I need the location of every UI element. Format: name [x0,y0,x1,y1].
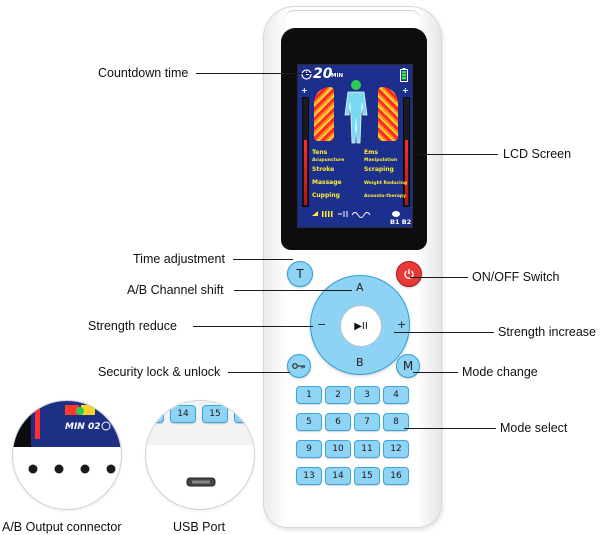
lcd-wing-right [378,87,398,141]
label-on-off-switch: ON/OFF Switch [472,270,560,284]
connector-ports [28,464,116,474]
detail-key-15: 15 [202,405,228,423]
mode-key[interactable]: 12 [383,440,409,458]
mode-key[interactable]: 16 [383,467,409,485]
device-top-edge [283,10,422,22]
mode-key[interactable]: 10 [325,440,351,458]
security-lock-button[interactable] [287,354,311,378]
mode-key[interactable]: 6 [325,413,351,431]
lcd-plus-right: + [402,86,409,95]
dpad-strength-plus[interactable]: + [397,318,407,331]
mode-key[interactable]: 15 [354,467,380,485]
key-icon [292,363,305,369]
clock-icon [301,69,312,80]
countdown-value: 20 [313,66,333,82]
time-symbol: T [296,267,304,281]
dpad-channel-b[interactable]: B [356,356,364,369]
dpad-channel-a[interactable]: A [356,281,364,294]
mode-key[interactable]: 5 [296,413,322,431]
usb-port-icon [186,477,216,487]
label-mode-select: Mode select [500,421,568,435]
label-strength-increase: Strength increase [498,325,596,339]
lcd-mode-stroke: Stroke [312,166,335,173]
mode-symbol: M [402,359,414,373]
battery-icon [400,68,408,82]
label-security-lock: Security lock & unlock [98,365,221,379]
leader-security [228,372,290,373]
detail-key [234,405,254,423]
lcd-mode-tens: Tens [312,149,328,156]
label-lcd-screen: LCD Screen [503,147,572,161]
lcd-plus-left: + [301,86,308,95]
leader-strength-reduce [193,326,313,327]
play-pause-button[interactable]: ▶II [340,305,382,347]
lcd-mode-cupping: Cupping [312,192,340,199]
caption-usb-port: USB Port [173,520,226,534]
leader-mode-select [404,428,496,429]
time-adjust-button[interactable]: T [287,261,313,287]
label-strength-reduce: Strength reduce [88,319,177,333]
lcd-mode-massage: Massage [312,179,342,186]
dpad-strength-minus[interactable]: − [317,318,327,331]
massager-remote: 20 MIN + + Tens [263,6,442,528]
mode-key[interactable]: 1 [296,386,322,404]
leader-on-off [410,277,468,278]
mode-key[interactable]: 3 [354,386,380,404]
lcd-wing-left [314,87,334,141]
leader-ab-shift [234,290,352,291]
lcd-mode-weight-reducing: Weight Reducing [364,181,408,186]
mode-key[interactable]: 13 [296,467,322,485]
mode-key[interactable]: 11 [354,440,380,458]
waveform-icon [312,211,400,218]
detail-key-14: 14 [170,405,196,423]
detail-output-connector: MIN 02 [12,400,122,510]
leader-countdown [196,73,312,74]
mode-key[interactable]: 14 [325,467,351,485]
mode-change-button[interactable]: M [396,354,420,378]
leader-mode-change [413,372,458,373]
caption-ab-output-connector: A/B Output connector [2,520,122,534]
lcd-channels: B1 B2 [390,218,412,226]
mode-key[interactable]: 7 [354,413,380,431]
label-countdown-time: Countdown time [98,66,189,80]
label-mode-change: Mode change [462,365,538,379]
mode-key[interactable]: 2 [325,386,351,404]
leader-lcd [418,154,498,155]
screen-bezel: 20 MIN + + Tens [281,28,427,250]
strength-dpad[interactable]: A B − + ▶II [310,275,410,375]
detail-bezel-edge [13,401,31,447]
intensity-bar-b [403,97,410,207]
intensity-bar-a [302,97,309,207]
mode-keypad: 1 2 3 4 5 6 7 8 9 10 11 12 13 14 15 16 [296,386,413,485]
lcd-mode-scraping: Scraping [364,166,394,173]
play-pause-icon: ▶II [354,320,368,332]
lcd-mode-acousto-therapy: Acousto-therapy [364,194,407,199]
lcd-mode-acupuncture: Acupuncture [312,158,345,163]
label-time-adjustment: Time adjustment [133,252,225,266]
clock-icon [101,421,111,431]
countdown-unit: MIN [331,73,344,79]
mode-key[interactable]: 9 [296,440,322,458]
detail-lcd-text: MIN 02 [65,422,101,432]
lcd-screen: 20 MIN + + Tens [297,64,413,228]
body-figure-icon [344,80,368,144]
lcd-mode-manipulation: Manipulation [364,158,398,163]
leader-time-adjustment [233,259,293,260]
power-button[interactable] [396,261,422,287]
lcd-mode-ems: Ems [364,149,378,156]
mode-key[interactable]: 4 [383,386,409,404]
detail-key [146,405,164,423]
detail-usb-port: 14 15 [145,400,255,510]
mode-key[interactable]: 8 [383,413,409,431]
leader-strength-increase [394,332,494,333]
power-icon [404,269,414,280]
detail-lcd-graphic [35,405,95,439]
label-ab-channel-shift: A/B Channel shift [127,283,224,297]
